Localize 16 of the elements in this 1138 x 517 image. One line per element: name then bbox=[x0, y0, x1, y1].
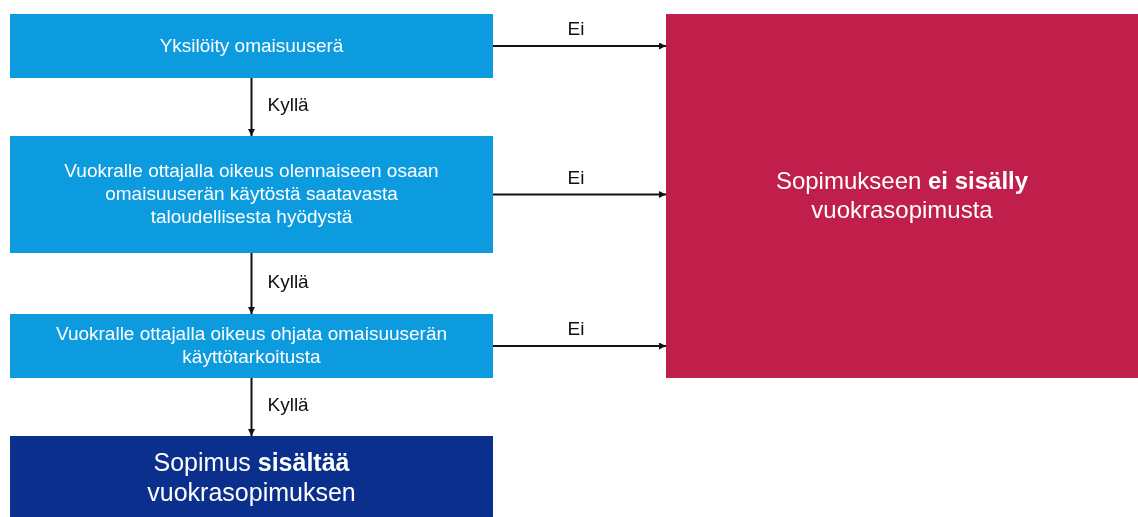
box-text: Vuokralle ottajalla oikeus ohjata omaisuuserän käyttötarkoitusta bbox=[54, 323, 449, 369]
box-text: Yksilöity omaisuuserä bbox=[159, 34, 344, 58]
arrow bbox=[492, 42, 667, 50]
box-text: Sopimus sisältää vuokrasopimuksen bbox=[146, 446, 357, 507]
box-text: Vuokralle ottajalla oikeus olennaiseen osaan omaisuuserän käytöstä saatavasta taloudellisesta hyödystä bbox=[63, 160, 440, 229]
result-box bbox=[10, 436, 493, 517]
arrow bbox=[492, 191, 667, 198]
process-box bbox=[10, 14, 493, 78]
arrow bbox=[248, 77, 255, 137]
arrow bbox=[248, 377, 255, 437]
process-box bbox=[10, 136, 493, 253]
arrow bbox=[492, 342, 667, 350]
arrow bbox=[248, 252, 255, 315]
process-box bbox=[10, 314, 493, 378]
box-text: Sopimukseen ei sisälly vuokrasopimusta bbox=[774, 167, 1030, 225]
result-box bbox=[666, 14, 1138, 378]
